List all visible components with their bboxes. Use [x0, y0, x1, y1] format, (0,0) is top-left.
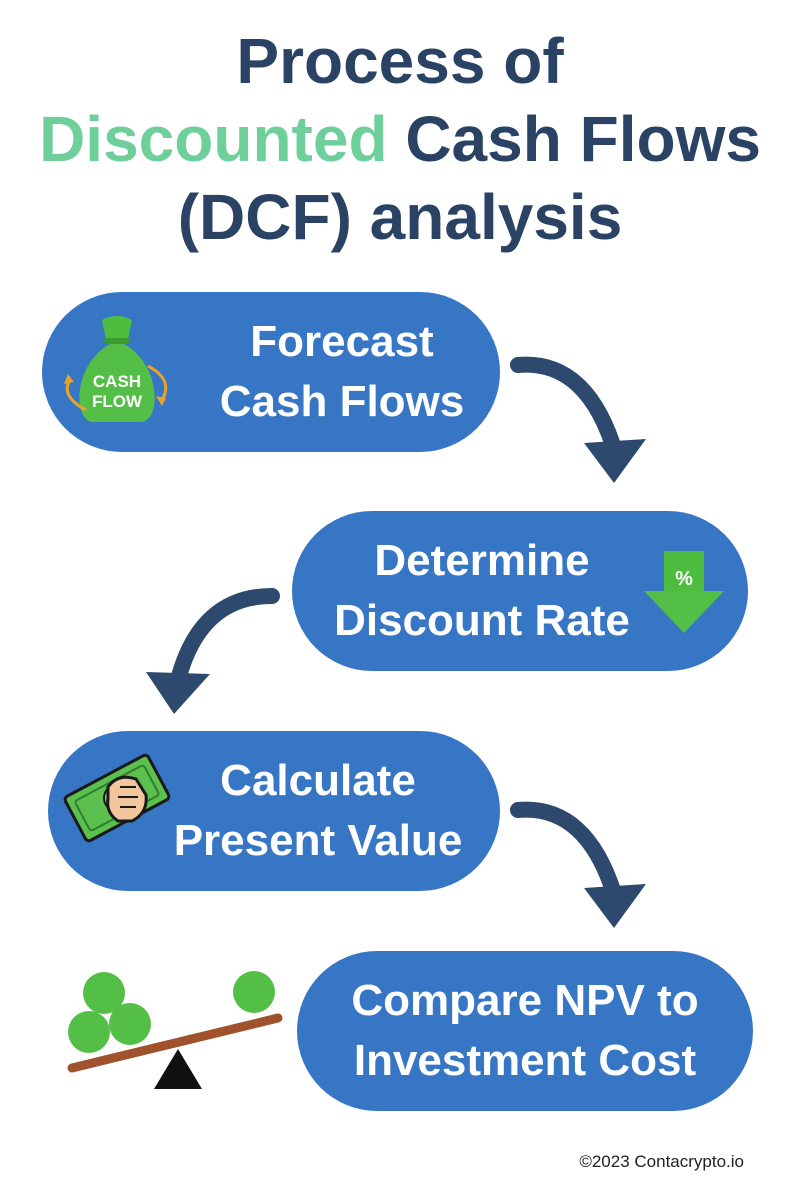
cash-flow-bag-icon: CASH FLOW [64, 316, 168, 422]
arrow-down-left-icon [146, 588, 280, 714]
step-4-line-2: Investment Cost [353, 1036, 697, 1085]
step-1-line-1: Forecast [250, 317, 434, 366]
bag-text-flow: FLOW [92, 392, 143, 411]
bag-text-cash: CASH [93, 372, 141, 391]
step-3-line-2: Present Value [173, 816, 463, 865]
step-calculate-present-value: $ Calculate Present Value [48, 731, 500, 891]
step-determine-discount-rate: Determine Discount Rate % [292, 511, 748, 671]
step-2-line-1: Determine [374, 536, 590, 585]
step-4-text: Compare NPV to Investment Cost [317, 971, 733, 1091]
step-1-text: Forecast Cash Flows [192, 312, 492, 432]
step-2-text: Determine Discount Rate [312, 531, 652, 651]
step-4-line-1: Compare NPV to [351, 976, 699, 1025]
step-1-line-2: Cash Flows [219, 377, 465, 426]
balance-scale-icon [67, 971, 283, 1089]
arrow-down-right-icon [510, 356, 646, 483]
hand-holding-money-icon: $ [63, 753, 171, 843]
title-accent: Discounted [39, 103, 388, 175]
step-2-line-2: Discount Rate [334, 596, 630, 645]
page-title: Process of Discounted Cash Flows (DCF) a… [0, 22, 800, 256]
step-3-text: Calculate Present Value [148, 751, 488, 871]
copyright-footer: ©2023 Contacrypto.io [579, 1152, 744, 1171]
title-line-1: Process of [236, 25, 564, 97]
title-line-2-rest: Cash Flows [387, 103, 761, 175]
percent-down-arrow-icon: % [644, 551, 724, 633]
step-forecast-cash-flows: CASH FLOW Forecast Cash Flows [42, 292, 500, 452]
arrow-down-right-icon [510, 801, 646, 928]
step-3-line-1: Calculate [220, 756, 416, 805]
title-line-2: Discounted Cash Flows [0, 100, 800, 178]
percent-text: % [675, 568, 693, 590]
title-line-3: (DCF) analysis [177, 181, 623, 253]
step-compare-npv: Compare NPV to Investment Cost [297, 951, 753, 1111]
